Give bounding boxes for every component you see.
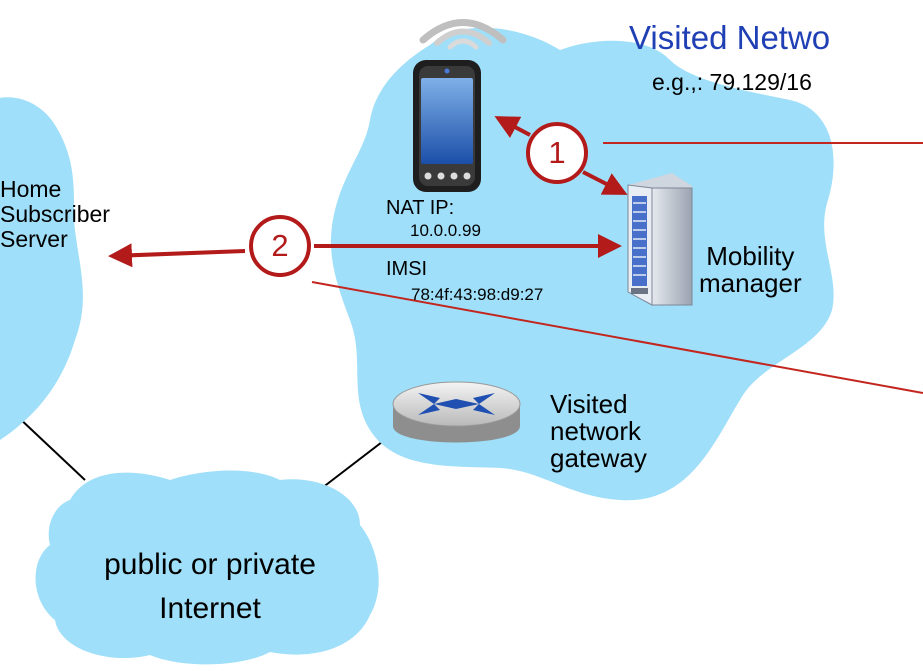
imsi-value: 78:4f:43:98:d9:27 (411, 285, 544, 304)
arrow-phone-to-step1 (494, 116, 531, 138)
gateway-label: Visited network gateway (550, 391, 647, 471)
router-icon (392, 381, 521, 443)
mobility-manager-label: Mobility manager (699, 243, 802, 297)
home-subscriber-server-label: Home Subscriber Server (0, 177, 110, 251)
home-network-cloud (0, 97, 83, 440)
nat-ip-label: NAT IP: (386, 197, 455, 219)
hss-line-1: Home (0, 176, 62, 202)
internet-line-2: Internet (159, 591, 261, 625)
arrow-step1-to-manager (582, 170, 628, 195)
server-icon (627, 173, 693, 306)
gateway-line-2: network (550, 415, 642, 446)
step-1-circle (526, 122, 588, 184)
hss-line-3: Server (0, 225, 68, 252)
visited-network-title: Visited Netwo (629, 19, 831, 56)
mobility-manager-line-1: Mobility (706, 241, 795, 271)
internet-cloud (35, 470, 379, 665)
wireless-signal-icon (419, 19, 507, 50)
step-2-circle (249, 215, 311, 277)
visited-network-prefix: e.g.,: 79.129/16 (652, 69, 812, 95)
hss-line-2: Subscriber (0, 200, 110, 227)
arrow-step2-to-hss (108, 243, 246, 268)
step-1-number: 1 (548, 135, 566, 170)
gateway-line-1: Visited (550, 389, 628, 419)
nat-ip-value: 10.0.0.99 (410, 221, 481, 240)
gateway-line-3: gateway (550, 442, 647, 473)
smartphone-icon (413, 60, 481, 192)
callout-line-2 (311, 281, 923, 394)
internet-line-1: public or private (104, 548, 316, 581)
imsi-label: IMSI (386, 258, 428, 280)
step-2-number: 2 (271, 228, 289, 263)
internet-label: public or private Internet (60, 543, 360, 630)
mobility-manager-line-2: manager (699, 267, 802, 298)
